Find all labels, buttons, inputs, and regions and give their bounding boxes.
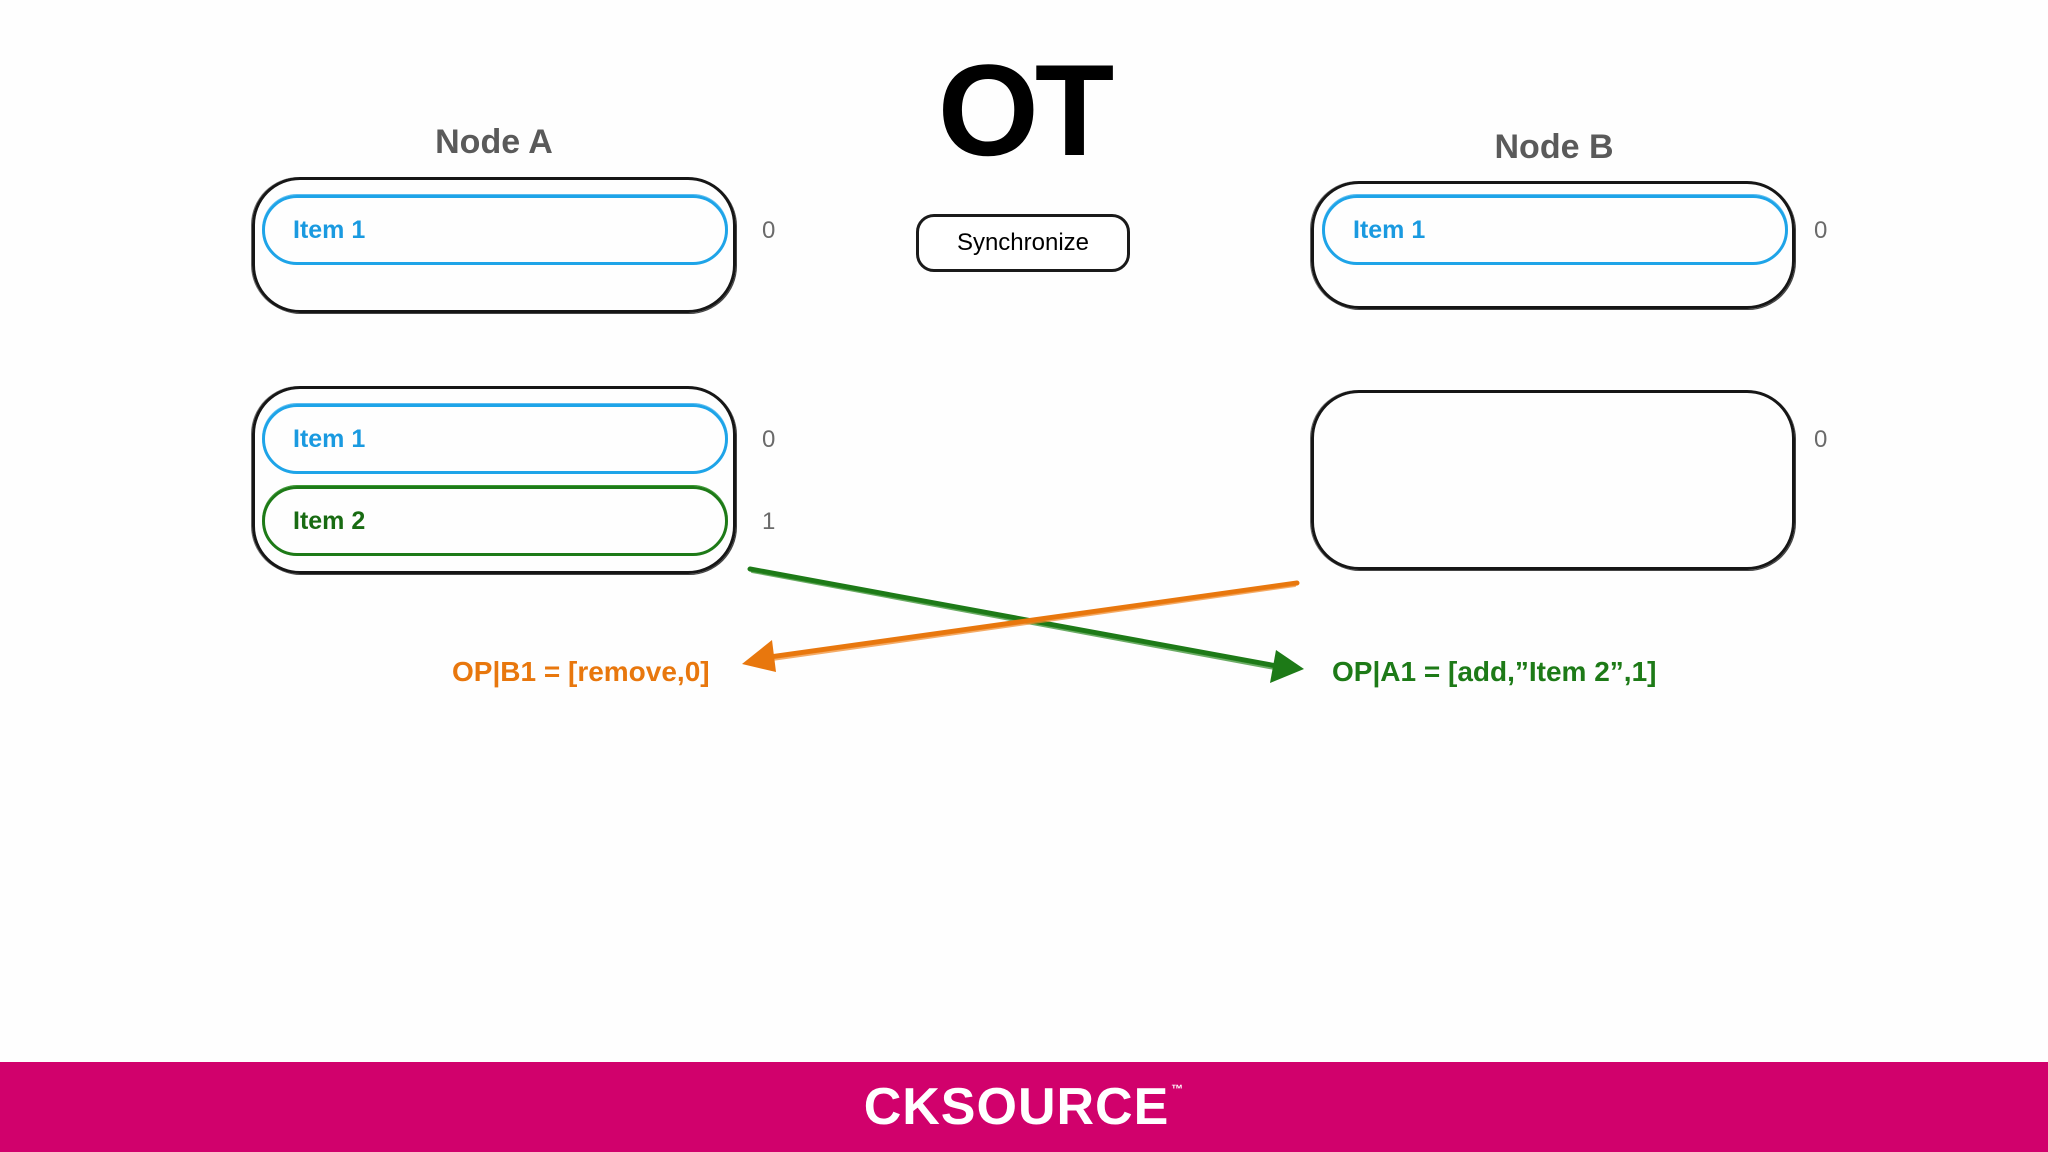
node-b-bottom-list (1311, 390, 1795, 570)
node-a-label: Node A (435, 123, 553, 161)
node-b-top-list: Item 1 (1311, 181, 1795, 309)
arrow-right-icon (747, 566, 1304, 683)
node-b-label: Node B (1494, 128, 1614, 166)
page-title: OT (937, 37, 1115, 183)
list-item[interactable]: Item 1 (1322, 195, 1788, 265)
brand-logo-text: CKSOURCE (863, 1078, 1170, 1136)
index-label: 0 (1814, 217, 1828, 244)
index-label: 0 (762, 217, 776, 244)
index-label: 0 (762, 426, 776, 453)
synchronize-button[interactable]: Synchronize (916, 214, 1130, 272)
list-item[interactable]: Item 2 (262, 486, 728, 556)
index-label: 1 (762, 508, 776, 535)
op-a1-label: OP|A1 = [add,”Item 2”,1] (1332, 656, 1657, 687)
footer-bar (0, 1062, 2048, 1152)
op-b1-label: OP|B1 = [remove,0] (452, 656, 710, 687)
node-a-bottom-list: Item 1 Item 2 (252, 386, 736, 574)
trademark-mark: ™ (1171, 1082, 1185, 1096)
list-item[interactable]: Item 1 (262, 195, 728, 265)
index-label: 0 (1814, 426, 1828, 453)
arrow-left-icon (742, 580, 1300, 672)
list-item[interactable]: Item 1 (262, 404, 728, 474)
node-a-top-list: Item 1 (252, 177, 736, 313)
